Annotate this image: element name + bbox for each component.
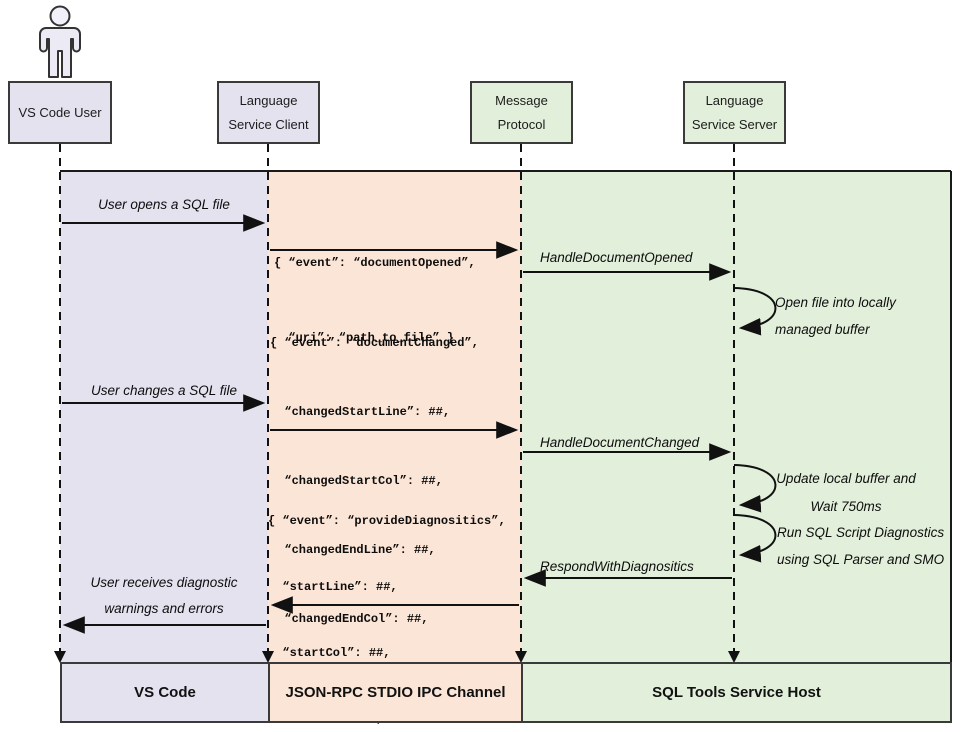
- label-open-file-locally-line1: Open file into locally: [775, 295, 896, 310]
- code-line: “changedStartCol”: ##,: [270, 474, 443, 488]
- json-document-opened: { “event”: “documentOpened”, “uri”: “pat…: [274, 201, 476, 401]
- label-run-diagnostics-line1: Run SQL Script Diagnostics: [777, 525, 945, 540]
- header-box-language-service-server: Language Service Server: [683, 81, 786, 144]
- footer-label: JSON-RPC STDIO IPC Channel: [285, 684, 506, 701]
- header-label: Language: [705, 93, 764, 108]
- lifeline-end-arrow-client: [262, 651, 274, 663]
- code-line: “uri”: “path_to_file” }: [274, 331, 455, 345]
- footer-label: VS Code: [134, 684, 196, 701]
- code-line: “startCol”: ##,: [268, 646, 391, 660]
- label-user-receives-line1: User receives diagnostic: [90, 575, 238, 590]
- label-respond-with-diagnostics: RespondWithDiagnositics: [540, 559, 694, 574]
- header-label: Language: [239, 93, 298, 108]
- actor-head: [49, 5, 71, 27]
- header-label: Service Server: [691, 117, 778, 132]
- lifeline-end-arrow-protocol: [515, 651, 527, 663]
- footer-box-service-host: SQL Tools Service Host: [521, 662, 952, 723]
- code-line: { “event”: “documentChanged”,: [270, 336, 479, 350]
- label-user-changes-sql-file: User changes a SQL file: [90, 383, 238, 398]
- code-line: “changedStartLine”: ##,: [270, 405, 451, 419]
- code-line: “changedEndLine”: ##,: [270, 543, 436, 557]
- label-update-buffer-line2: Wait 750ms: [810, 499, 882, 514]
- label-open-file-locally-line2: managed buffer: [775, 322, 870, 337]
- lane-ipc-channel-background: [268, 172, 521, 662]
- self-loop-open-file: [733, 287, 777, 336]
- lane-service-host-background: [521, 172, 952, 662]
- code-line: { “event”: “provideDiagnositics”,: [268, 514, 506, 528]
- footer-label: SQL Tools Service Host: [652, 684, 821, 701]
- label-run-diagnostics-line2: using SQL Parser and SMO: [777, 552, 945, 567]
- lifeline-end-arrow-server: [728, 651, 740, 663]
- header-box-language-service-client: Language Service Client: [217, 81, 320, 144]
- self-loop-run-diagnostics: [733, 514, 777, 563]
- header-label: VS Code User: [18, 105, 102, 120]
- code-line: “startLine”: ##,: [268, 580, 398, 594]
- header-label: Protocol: [497, 117, 546, 132]
- header-box-message-protocol: Message Protocol: [470, 81, 573, 144]
- lifeline-end-arrow-user: [54, 651, 66, 663]
- label-handle-document-changed: HandleDocumentChanged: [540, 435, 700, 450]
- header-label: Message: [495, 93, 548, 108]
- lane-vscode-background: [60, 172, 268, 662]
- header-label: Service Client: [228, 117, 309, 132]
- code-line: “changedEndCol”: ##,: [270, 612, 429, 626]
- footer-box-ipc-channel: JSON-RPC STDIO IPC Channel: [268, 662, 523, 723]
- header-box-vscode-user: VS Code User: [8, 81, 112, 144]
- label-handle-document-opened: HandleDocumentOpened: [540, 250, 693, 265]
- self-loop-update-buffer: [733, 464, 777, 513]
- code-line: { “event”: “documentOpened”,: [274, 256, 476, 270]
- label-user-receives-line2: warnings and errors: [104, 601, 224, 616]
- label-user-opens-sql-file: User opens a SQL file: [98, 197, 230, 212]
- label-update-buffer-line1: Update local buffer and: [776, 471, 916, 486]
- actor-body: [39, 27, 81, 78]
- user-actor-icon: [39, 5, 81, 78]
- footer-box-vscode: VS Code: [60, 662, 270, 723]
